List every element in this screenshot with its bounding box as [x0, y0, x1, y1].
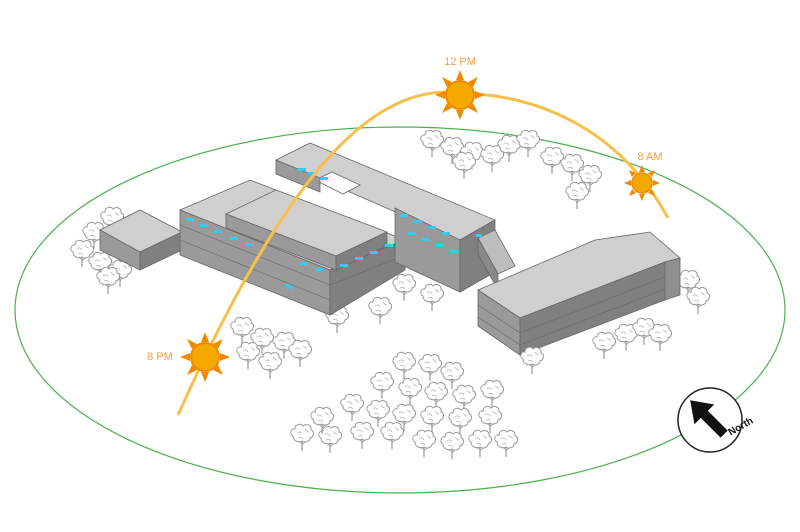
sun-8pm — [180, 332, 230, 382]
sun-icon — [624, 165, 660, 201]
tree-cluster-east — [676, 269, 710, 315]
sun-label-12pm: 12 PM — [444, 56, 476, 68]
building-west-wing — [99, 209, 183, 271]
windows — [186, 168, 482, 290]
sun-8am — [624, 165, 660, 201]
tree-cluster-north — [420, 129, 602, 210]
sun-12pm — [435, 70, 485, 120]
sun-label-8am: 8 AM — [637, 151, 662, 163]
sun-path-arc — [176, 90, 670, 416]
building-east-wing — [477, 231, 681, 356]
sun-icon — [435, 70, 485, 120]
tree-cluster-southwest — [230, 316, 312, 380]
sun-icon — [180, 332, 230, 382]
tree-cluster-south — [290, 351, 518, 460]
building-complex — [99, 142, 681, 356]
building-north-bar — [275, 142, 496, 293]
north-arrow-icon — [690, 400, 728, 438]
north-compass: North — [677, 387, 755, 453]
sun-label-8pm: 8 PM — [147, 351, 173, 363]
site-boundary — [14, 126, 786, 494]
